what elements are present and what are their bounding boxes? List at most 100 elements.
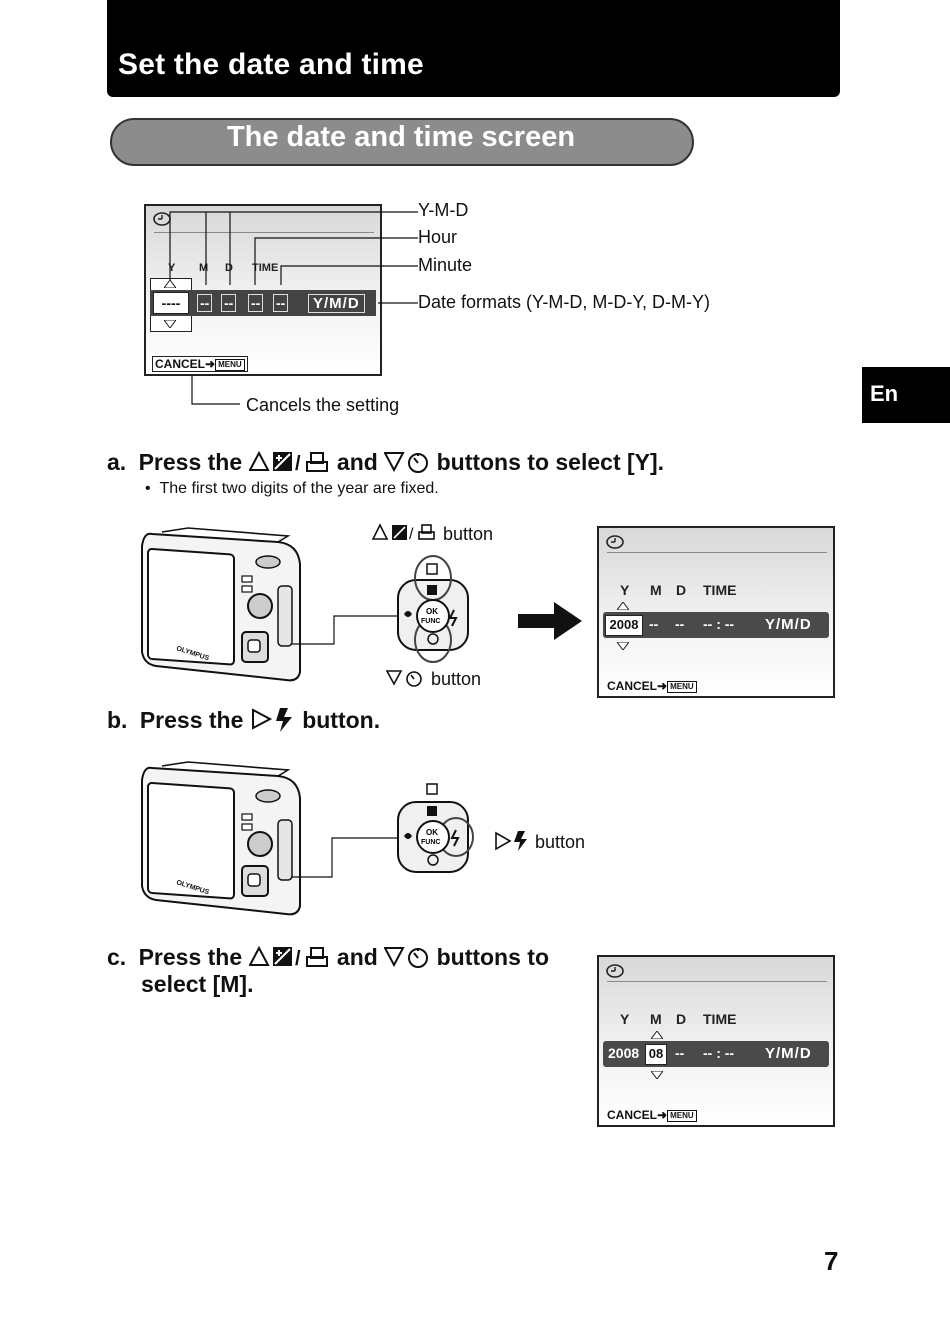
svg-text:/: / [295, 948, 301, 969]
func-text: FUNC [421, 839, 440, 846]
ok-text: OK [426, 607, 438, 616]
step-a-and: and [336, 449, 378, 475]
menu-label: MENU [667, 1109, 697, 1122]
col-y: Y [620, 1011, 630, 1027]
callout-minute: Minute [418, 255, 473, 275]
date-format-value: Y/M/D [765, 616, 812, 633]
right-flash-icon-small [495, 831, 527, 851]
clock-icon [606, 535, 624, 549]
leader-line-b [292, 837, 400, 878]
ok-text: OK [426, 828, 438, 837]
up-arrow-icon [164, 280, 176, 288]
svg-text:/: / [295, 453, 301, 474]
right-arrow-icon [518, 602, 582, 640]
cancel-menu-label: CANCEL➜MENU [607, 1108, 697, 1122]
col-time: TIME [703, 582, 737, 598]
date-format-value: Y/M/D [308, 294, 365, 313]
down-button-caption: button [385, 668, 482, 690]
up-arrow-icon [651, 1031, 663, 1039]
cancel-label: CANCEL [607, 679, 657, 693]
day-value: -- [675, 616, 685, 632]
up-exposure-print-icon: / [247, 450, 328, 475]
step-c-heading: c. Press the / and buttons to [107, 944, 549, 971]
cancel-label: CANCEL [607, 1108, 657, 1122]
date-row [603, 1041, 829, 1067]
step-a-bullet: • The first two digits of the year are f… [145, 480, 439, 497]
step-b-letter: b. [107, 707, 128, 733]
col-m: M [650, 1011, 662, 1027]
up-exposure-print-icon: / [247, 945, 328, 970]
right-button-caption: button [494, 830, 585, 853]
down-arrow-icon [617, 642, 629, 650]
year-value: 2008 [605, 615, 643, 636]
down-arrow-icon [651, 1071, 663, 1079]
callout-hour: Hour [418, 227, 458, 247]
time-value: -- : -- [703, 1045, 735, 1061]
step-c-line2: select [M]. [141, 971, 254, 997]
menu-label: MENU [215, 358, 245, 371]
up-button-caption: / button [371, 523, 494, 545]
step-a-letter: a. [107, 449, 127, 475]
step-a-heading: a. Press the / and buttons to select [Y]… [107, 449, 664, 476]
language-label: En [870, 381, 899, 406]
step-b-end: button. [302, 707, 381, 733]
col-m: M [199, 262, 209, 274]
up-button-text: button [443, 524, 494, 544]
hour-value: -- [248, 294, 264, 312]
clock-icon [606, 964, 624, 978]
step-b-press: Press the [139, 707, 244, 733]
callout-date-formats: Date formats (Y-M-D, M-D-Y, D-M-Y) [418, 292, 711, 312]
day-value: -- [221, 294, 237, 312]
down-selftimer-icon [383, 452, 429, 473]
section-title: The date and time screen [226, 121, 576, 153]
cancel-menu-label: CANCEL➜MENU [607, 679, 697, 693]
date-time-screen-diagram: Y M D TIME ---- -- -- -- -- Y/M/D CANCEL… [144, 204, 382, 376]
step-c-press: Press the [138, 944, 243, 970]
date-format-value: Y/M/D [765, 1045, 812, 1062]
month-value: -- [197, 294, 213, 312]
step-c-end: buttons to [436, 944, 549, 970]
date-time-screen-a: Y M D TIME 2008 -- -- -- : -- Y/M/D CANC… [597, 526, 835, 698]
month-value: -- [649, 616, 659, 632]
menu-label: MENU [667, 680, 697, 693]
callout-ymd: Y-M-D [418, 200, 469, 220]
col-d: D [225, 262, 233, 274]
page-number: 7 [824, 1246, 839, 1276]
year-value: 2008 [608, 1045, 640, 1061]
step-a-end: buttons to select [Y]. [436, 449, 665, 475]
col-time: TIME [703, 1011, 737, 1027]
down-selftimer-icon-small [385, 670, 422, 687]
step-b-heading: b. Press the button. [107, 707, 380, 734]
time-value: -- : -- [703, 616, 735, 632]
cancel-label: CANCEL [155, 357, 205, 371]
camera-illustration-b: OLYMPUS [141, 761, 301, 916]
header-bar [107, 0, 840, 97]
cancel-menu-label: CANCEL➜MENU [152, 356, 248, 372]
down-button-text: button [431, 669, 482, 689]
up-arrow-icon [617, 602, 629, 610]
step-c-and: and [336, 944, 378, 970]
step-c-letter: c. [107, 944, 127, 970]
language-tab [862, 367, 950, 423]
down-selftimer-icon [383, 947, 429, 968]
col-time: TIME [252, 262, 279, 274]
date-time-screen-c: Y M D TIME 2008 08 -- -- : -- Y/M/D CANC… [597, 955, 835, 1127]
col-y: Y [168, 262, 176, 274]
right-button-text: button [535, 832, 586, 852]
camera-illustration-a: OLYMPUS [141, 527, 301, 682]
col-d: D [676, 1011, 687, 1027]
step-a-bullet-text: The first two digits of the year are fix… [159, 480, 439, 497]
col-y: Y [620, 582, 630, 598]
callout-lines [169, 211, 418, 405]
dpad-illustration-b: OK FUNC [397, 783, 474, 873]
up-exposure-print-icon-small: / [371, 523, 435, 543]
dpad-illustration-a: OK FUNC [397, 555, 469, 663]
leader-line-a [292, 615, 402, 645]
year-value: ---- [153, 292, 189, 314]
callout-cancel: Cancels the setting [246, 395, 400, 415]
step-a-press: Press the [138, 449, 243, 475]
col-m: M [650, 582, 662, 598]
svg-text:/: / [409, 526, 414, 543]
month-value: 08 [645, 1044, 667, 1065]
page-title: Set the date and time [118, 48, 424, 81]
